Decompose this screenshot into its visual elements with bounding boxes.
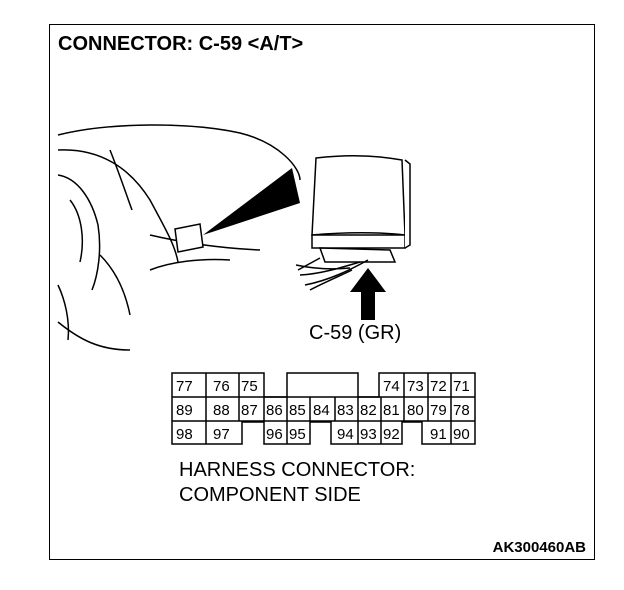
pin-label: 74 xyxy=(383,378,400,395)
leader-wedge xyxy=(203,168,300,235)
pin-label: 93 xyxy=(360,426,377,443)
pin-label: 89 xyxy=(176,402,193,419)
diagram-frame xyxy=(49,24,595,560)
pin-label: 81 xyxy=(383,402,400,419)
pin-label: 73 xyxy=(407,378,424,395)
pin-label: 75 xyxy=(241,378,258,395)
pin-label: 98 xyxy=(176,426,193,443)
figure-code: AK300460AB xyxy=(492,539,586,556)
up-arrow-icon xyxy=(350,268,386,320)
pin-label: 80 xyxy=(407,402,424,419)
pin-label: 76 xyxy=(213,378,230,395)
pin-label: 91 xyxy=(430,426,447,443)
connector-location-marker xyxy=(174,223,204,253)
diagram-title: CONNECTOR: C-59 <A/T> xyxy=(58,33,304,55)
pin-label: 79 xyxy=(430,402,447,419)
pin-label: 96 xyxy=(266,426,283,443)
pin-label: 86 xyxy=(266,402,283,419)
harness-caption-line2: COMPONENT SIDE xyxy=(179,484,361,506)
pin-label: 82 xyxy=(360,402,377,419)
pin-label: 95 xyxy=(289,426,306,443)
pin-label: 88 xyxy=(213,402,230,419)
pin-label: 90 xyxy=(453,426,470,443)
pin-label: 97 xyxy=(213,426,230,443)
pin-grid xyxy=(171,372,476,445)
harness-plug xyxy=(295,247,397,291)
harness-caption-line1: HARNESS CONNECTOR: xyxy=(179,459,416,481)
pin-label: 78 xyxy=(453,402,470,419)
pin-label: 72 xyxy=(430,378,447,395)
pin-label: 85 xyxy=(289,402,306,419)
pin-label: 71 xyxy=(453,378,470,395)
pin-label: 92 xyxy=(383,426,400,443)
pin-label: 77 xyxy=(176,378,193,395)
component-unit xyxy=(311,155,411,249)
pin-label: 94 xyxy=(337,426,354,443)
pin-numbers: 77 76 75 74 73 72 71 89 88 87 86 85 84 8… xyxy=(176,378,470,443)
connector-label: C-59 (GR) xyxy=(309,322,402,344)
pin-label: 83 xyxy=(337,402,354,419)
pin-label: 87 xyxy=(241,402,258,419)
dashboard-drawing xyxy=(57,124,301,351)
pin-label: 84 xyxy=(313,402,330,419)
